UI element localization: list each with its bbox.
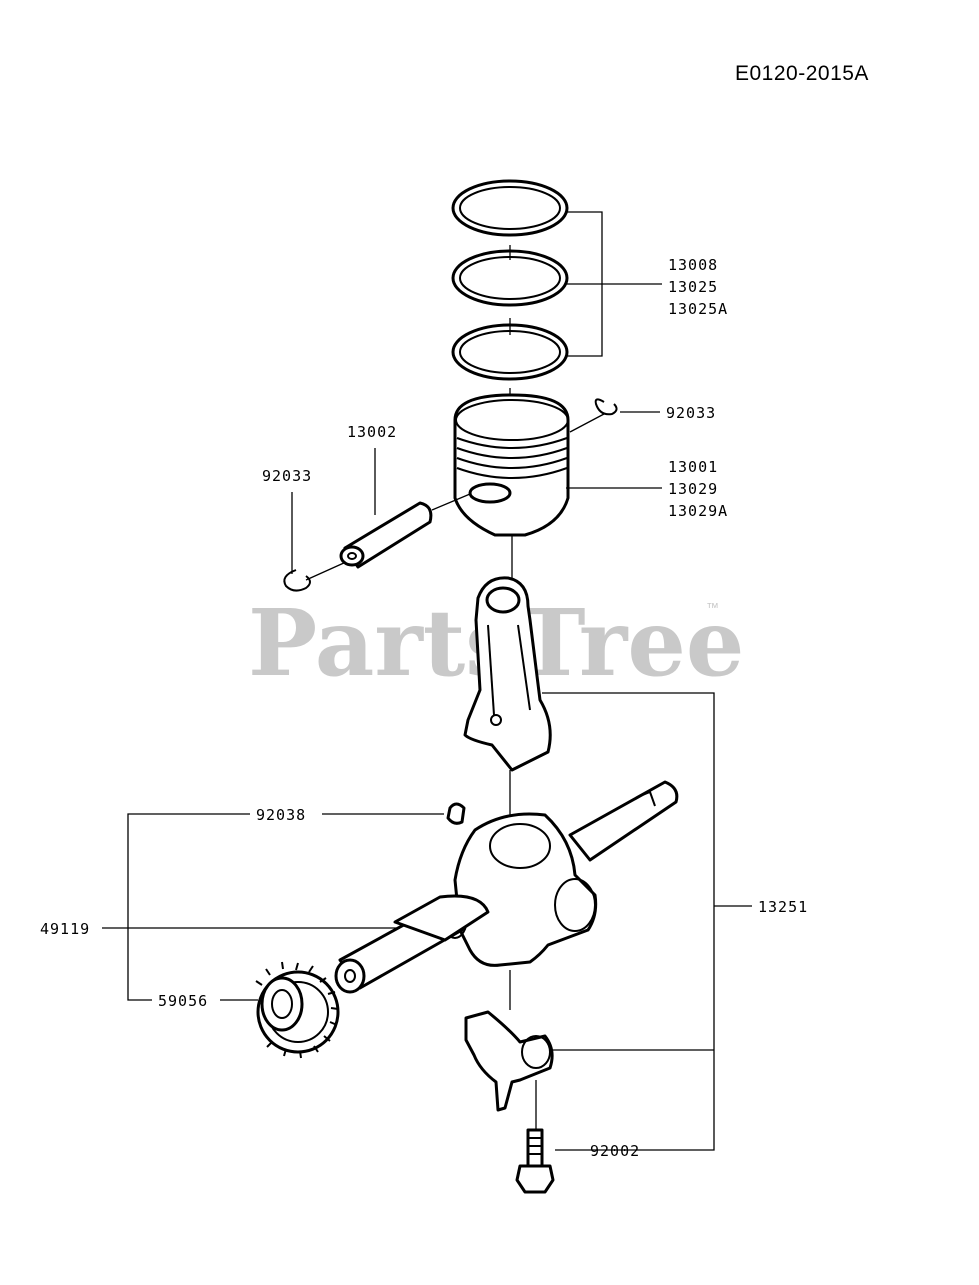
circlip-left[interactable] [283, 561, 347, 592]
callout-piston-ring-2[interactable]: 13025 [668, 278, 718, 296]
callout-labels: 13008 13025 13025A 92033 13002 92033 130… [40, 256, 808, 1160]
callout-piston-ring-1[interactable]: 13008 [668, 256, 718, 274]
key[interactable] [446, 802, 466, 825]
callout-gear[interactable]: 59056 [158, 992, 208, 1010]
callout-piston-3[interactable]: 13029A [668, 502, 728, 520]
gear[interactable] [255, 961, 340, 1059]
rod-cap[interactable] [464, 1010, 554, 1130]
callout-connecting-rod-assy[interactable]: 13251 [758, 898, 808, 916]
watermark-trademark: ™ [706, 600, 719, 615]
callout-piston-pin[interactable]: 13002 [347, 423, 397, 441]
piston-rings[interactable] [451, 179, 569, 405]
circlip-right[interactable] [569, 398, 618, 433]
callout-piston-1[interactable]: 13001 [668, 458, 718, 476]
leader-lines [102, 211, 752, 1151]
crankshaft[interactable] [334, 780, 679, 1010]
callout-circlip-right[interactable]: 92033 [666, 404, 716, 422]
callout-bolt[interactable]: 92002 [590, 1142, 640, 1160]
diagram-code: E0120-2015A [735, 62, 869, 85]
piston-pin[interactable] [339, 493, 471, 569]
piston[interactable] [453, 393, 570, 580]
callout-piston-ring-3[interactable]: 13025A [668, 300, 728, 318]
callout-circlip-left[interactable]: 92033 [262, 467, 312, 485]
connecting-rod[interactable] [463, 576, 552, 830]
callout-key[interactable]: 92038 [256, 806, 306, 824]
callout-crankshaft[interactable]: 49119 [40, 920, 90, 938]
bolt[interactable] [515, 1128, 555, 1194]
callout-piston-2[interactable]: 13029 [668, 480, 718, 498]
